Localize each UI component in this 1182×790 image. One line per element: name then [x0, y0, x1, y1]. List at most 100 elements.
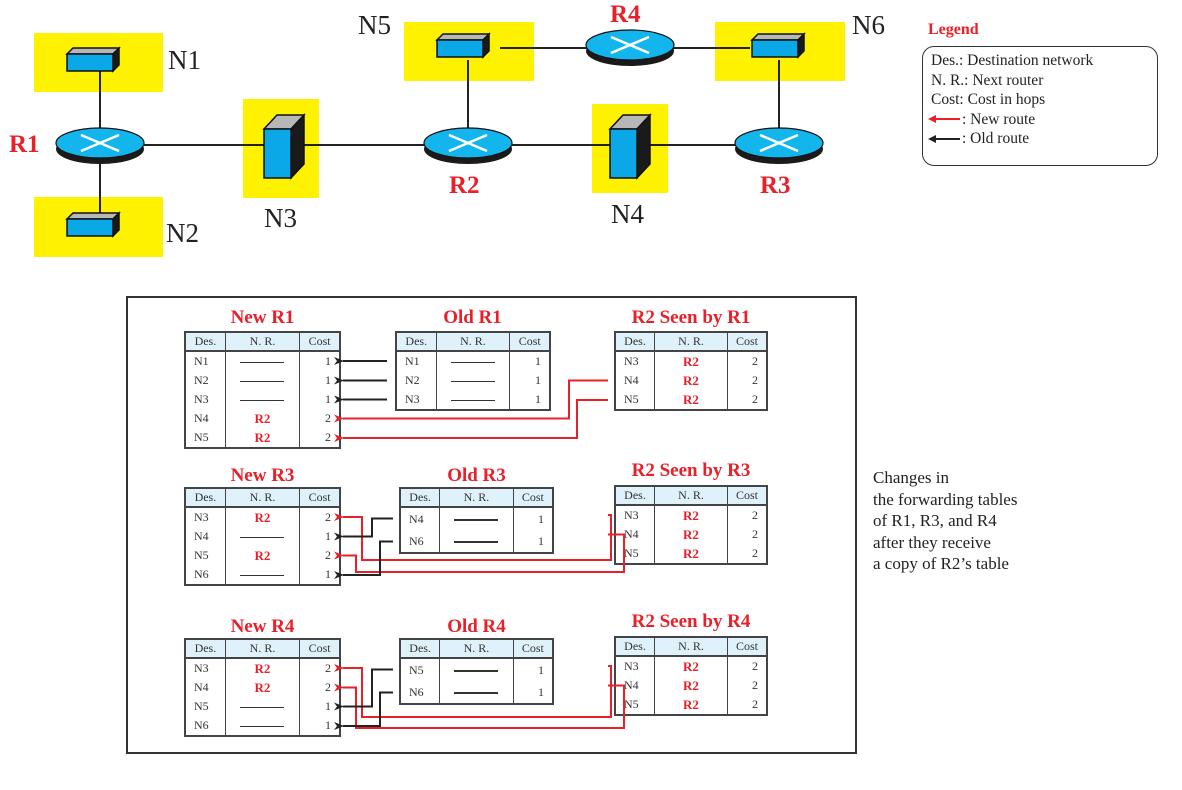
- next-router: R2: [254, 509, 271, 525]
- cell-nr: R2: [224, 678, 301, 697]
- network-n6-area: [715, 22, 845, 81]
- cell-nr: R2: [224, 428, 301, 448]
- next-router: R2: [683, 353, 699, 369]
- next-router: R2: [683, 696, 699, 712]
- cell-des: N6: [399, 681, 441, 704]
- table-title-new-r1: New R1: [230, 307, 295, 328]
- header-nr: N. R.: [439, 638, 514, 659]
- cell-des: N1: [184, 351, 226, 371]
- cell-cost: 2: [726, 371, 768, 390]
- cell-cost: 2: [726, 505, 768, 525]
- cell-cost: 2: [299, 428, 341, 448]
- cell-cost: 1: [299, 697, 341, 716]
- table-title-old-r3: Old R3: [447, 465, 506, 486]
- cell-nr: [439, 681, 514, 704]
- table-title-old-r4: Old R4: [447, 616, 506, 637]
- network-n1-hub-icon: [66, 47, 120, 72]
- header-des: Des.: [395, 331, 437, 352]
- cell-nr: [439, 530, 514, 553]
- router-r2-icon: [422, 126, 514, 166]
- network-label-n4: N4: [611, 199, 644, 229]
- router-r1-icon: [54, 126, 146, 166]
- cell-cost: 1: [509, 371, 551, 390]
- table-row: N2 1: [395, 371, 551, 390]
- cell-cost: 2: [299, 658, 341, 678]
- cell-nr: [224, 351, 301, 371]
- cell-cost: 1: [299, 716, 341, 736]
- legend: Des.: Destination network N. R.: Next ro…: [922, 46, 1158, 166]
- header-des: Des.: [399, 487, 441, 508]
- next-router: R2: [683, 372, 699, 388]
- cell-nr: R2: [224, 507, 301, 527]
- table-header-row: Des.N. R.Cost: [614, 331, 768, 352]
- table-header-row: Des.N. R.Cost: [614, 485, 768, 506]
- cell-des: N5: [614, 544, 656, 564]
- next-router: R2: [683, 658, 699, 674]
- network-n2-area: [34, 197, 163, 257]
- header-nr: N. R.: [654, 485, 728, 506]
- network-n1-area: [34, 33, 163, 92]
- legend-title: Legend: [928, 21, 979, 38]
- network-n4-hub-icon: [609, 114, 651, 179]
- next-router: R2: [683, 545, 699, 561]
- no-next-router-dash: [240, 574, 285, 576]
- next-router: R2: [683, 526, 699, 542]
- router-label-r3: R3: [760, 172, 791, 199]
- cell-cost: 2: [726, 656, 768, 676]
- cell-cost: 2: [726, 525, 768, 544]
- cell-des: N4: [184, 409, 226, 428]
- cell-cost: 2: [726, 695, 768, 715]
- next-router: R2: [683, 391, 699, 407]
- no-next-router-dash: [240, 380, 285, 382]
- cell-des: N2: [184, 371, 226, 390]
- no-next-router-dash: [450, 380, 495, 382]
- header-des: Des.: [614, 636, 656, 657]
- cell-nr: [435, 351, 511, 371]
- next-router: R2: [254, 679, 271, 695]
- cell-cost: 1: [512, 530, 554, 553]
- next-router: R2: [254, 660, 271, 676]
- table-row: N4 R2 2: [614, 525, 768, 544]
- network-n3-hub-icon: [263, 114, 305, 179]
- cell-nr: R2: [654, 656, 728, 676]
- next-router: R2: [683, 677, 699, 693]
- legend-line-old-route: : Old route: [928, 129, 1149, 149]
- cell-des: N2: [395, 371, 437, 390]
- cell-des: N3: [184, 390, 226, 409]
- caption-line: after they receive: [873, 532, 991, 552]
- cell-des: N4: [614, 525, 656, 544]
- header-nr: N. R.: [224, 487, 301, 508]
- header-cost: Cost: [509, 331, 551, 352]
- cell-des: N4: [399, 507, 441, 530]
- network-label-n6: N6: [852, 10, 885, 40]
- cell-des: N3: [395, 390, 437, 410]
- cell-nr: [435, 390, 511, 410]
- caption-line: Changes in: [873, 468, 950, 487]
- header-des: Des.: [184, 638, 226, 659]
- header-nr: N. R.: [654, 636, 728, 657]
- header-nr: N. R.: [439, 487, 514, 508]
- cell-des: N3: [614, 505, 656, 525]
- caption-line: of R1, R3, and R4: [873, 511, 997, 530]
- no-next-router-dash: [240, 361, 285, 363]
- cell-cost: 1: [509, 390, 551, 410]
- cell-nr: R2: [654, 505, 728, 525]
- cell-des: N3: [184, 658, 226, 678]
